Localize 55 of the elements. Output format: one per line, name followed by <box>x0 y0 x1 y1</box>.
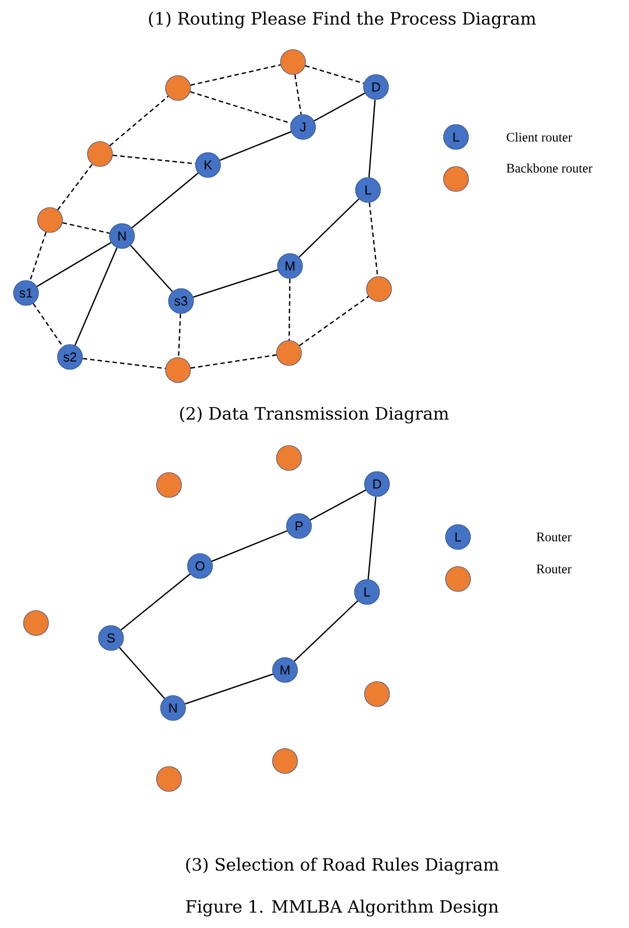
backbone-router-circle <box>366 276 392 302</box>
link-line <box>178 314 182 358</box>
swatch-letter: L <box>455 532 462 542</box>
backbone-router-circle <box>276 445 302 471</box>
link-line <box>112 154 196 164</box>
backbone-router-circle <box>272 748 298 774</box>
link-line <box>109 96 169 146</box>
link-line <box>368 496 376 580</box>
link-line <box>212 530 288 562</box>
backbone-router-circle <box>364 681 390 707</box>
link-line <box>131 172 199 228</box>
link-line <box>36 242 112 288</box>
link-line <box>310 490 366 520</box>
link-line <box>298 198 360 258</box>
link-line <box>29 232 47 282</box>
panel-heading: (1) Routing Please Find the Process Diagram <box>149 12 536 28</box>
link-line <box>120 574 190 630</box>
link-line <box>184 674 274 705</box>
link-line <box>119 647 165 699</box>
backbone-router-circle <box>37 207 63 233</box>
link-line <box>193 269 278 298</box>
link-line <box>368 100 376 178</box>
backbone-router-circle <box>165 357 191 383</box>
legend-label: Router <box>536 564 572 574</box>
link-line <box>190 354 276 369</box>
link-line <box>368 202 378 276</box>
legend-label: Backbone router <box>506 163 592 173</box>
link-line <box>62 222 110 234</box>
link-line <box>299 296 369 346</box>
swatch-letter: L <box>453 132 460 142</box>
panel-heading: (2) Data Transmission Diagram <box>180 406 449 424</box>
link-line <box>130 245 173 292</box>
link-line <box>74 248 118 346</box>
link-line <box>57 164 93 210</box>
backbone-router-circle <box>156 766 182 792</box>
link-line <box>314 92 366 122</box>
link-line <box>288 278 290 340</box>
link-line <box>294 74 302 114</box>
link-line <box>294 600 358 662</box>
backbone-router-circle <box>87 141 113 167</box>
backbone-router-circle <box>280 49 306 75</box>
legend-label: Router <box>536 532 572 542</box>
link-line <box>220 131 292 161</box>
figure-caption: Figure 1. MMLBA Algorithm Design <box>186 900 498 916</box>
link-line <box>305 65 364 84</box>
link-line <box>190 64 281 86</box>
backbone-router-circle <box>156 472 182 498</box>
link-line <box>82 358 166 370</box>
legend-label: Client router <box>506 132 572 142</box>
link-line <box>190 91 291 124</box>
panel-heading: (3) Selection of Road Rules Diagram <box>186 858 499 874</box>
backbone-router-circle <box>276 340 302 366</box>
link-line <box>32 303 64 347</box>
backbone-router-circle <box>165 75 191 101</box>
backbone-router-circle <box>23 610 49 636</box>
